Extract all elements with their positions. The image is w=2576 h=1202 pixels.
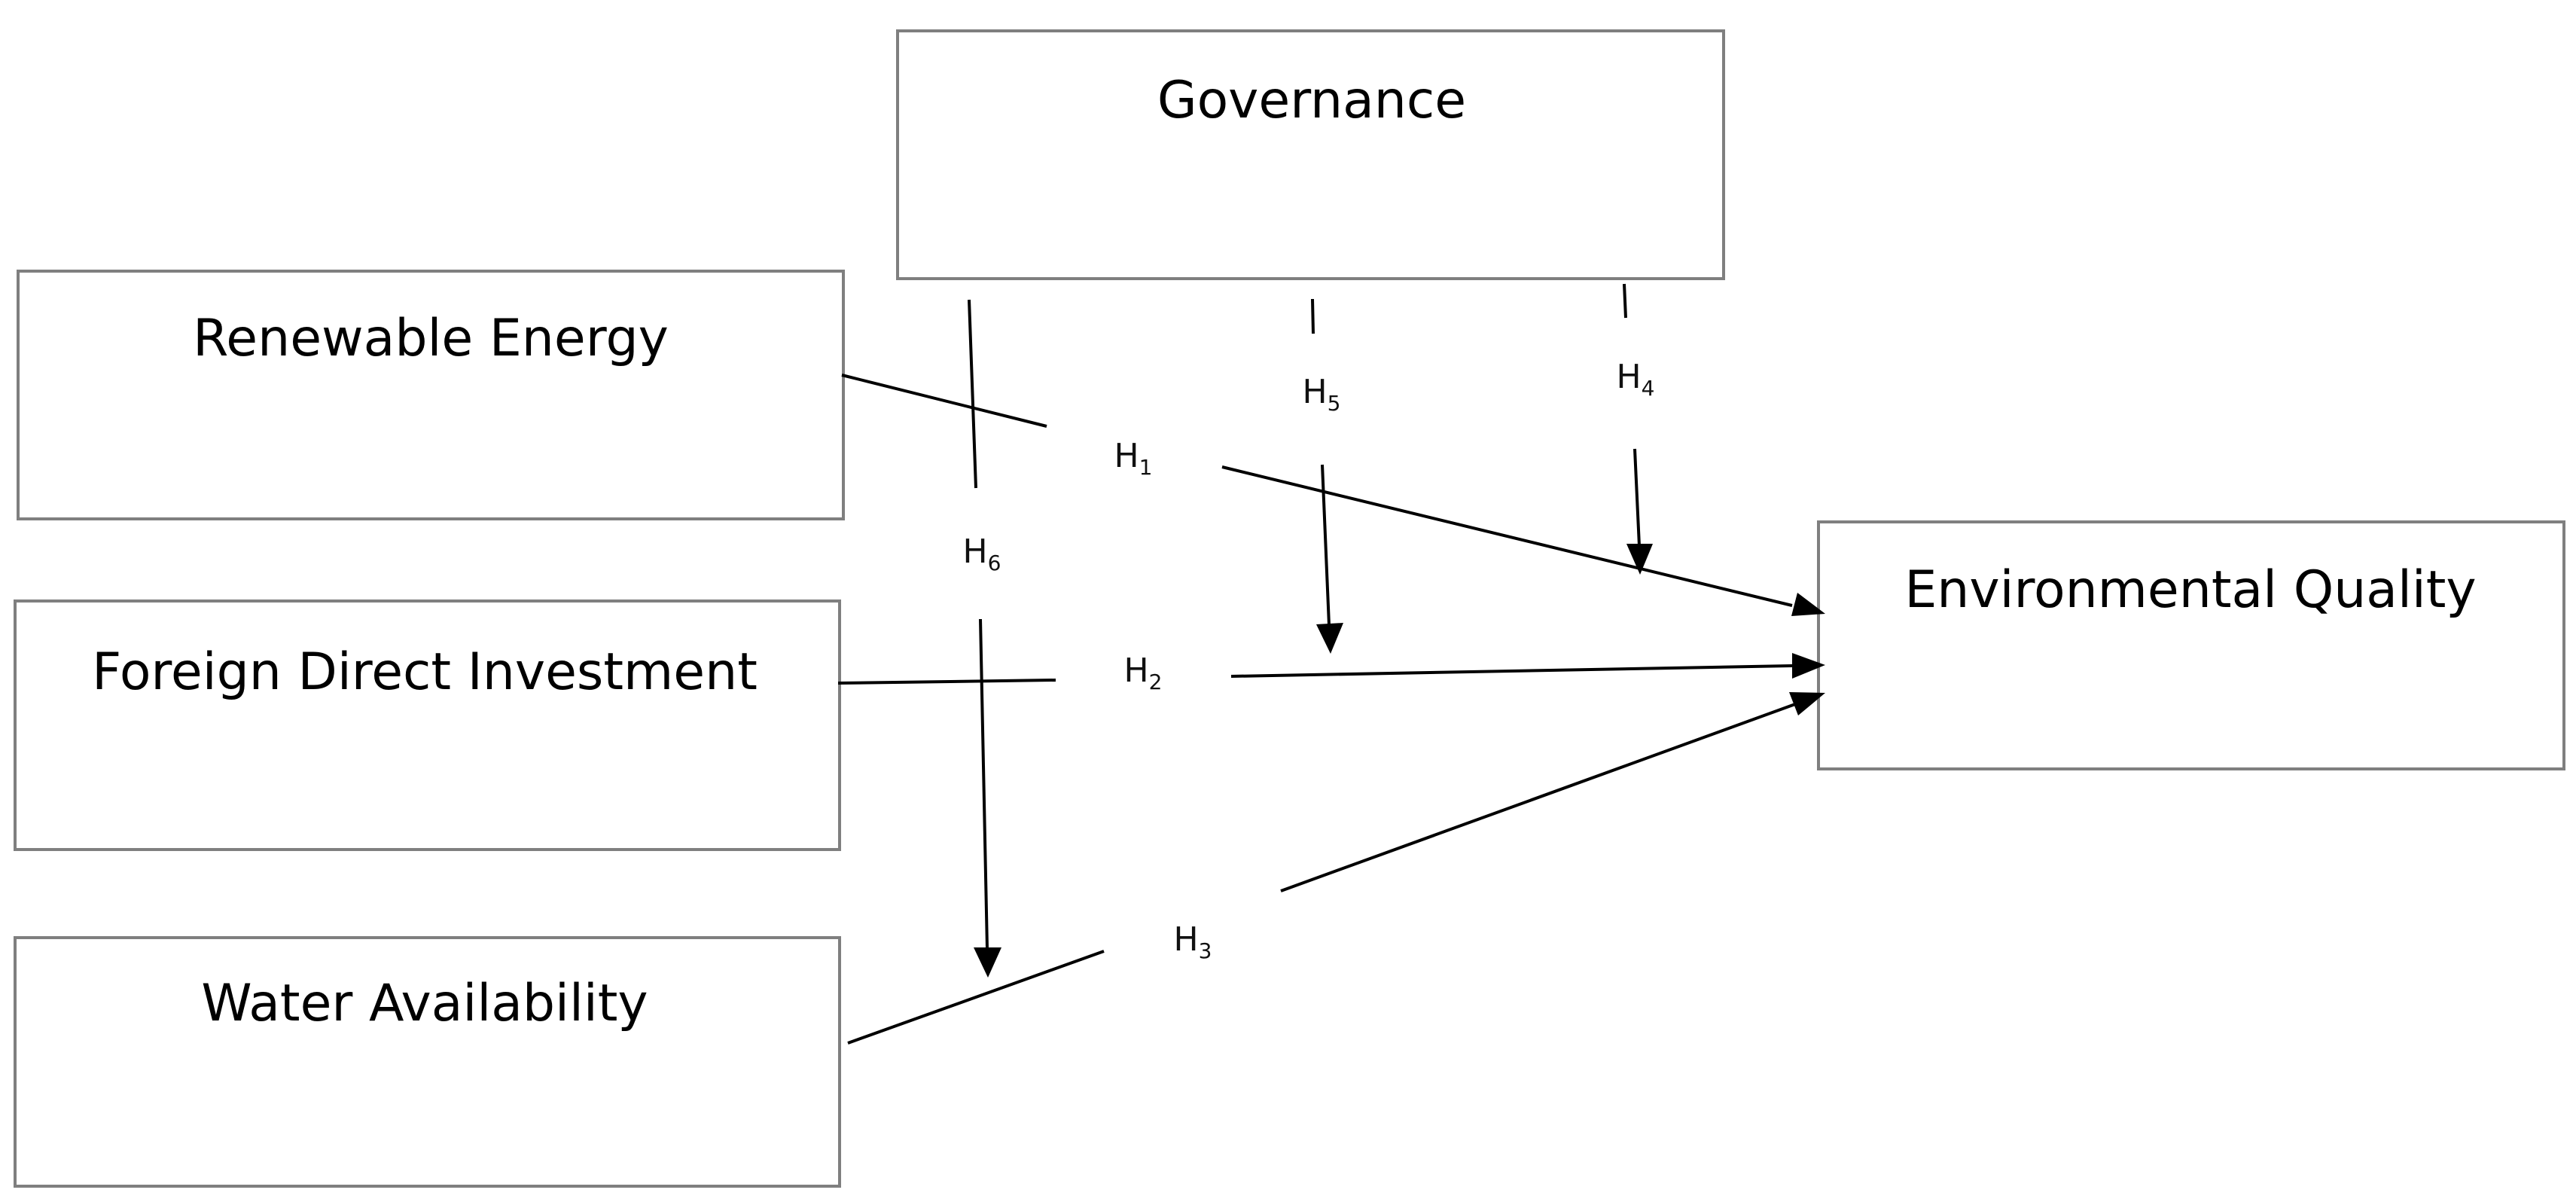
h3-arrowhead <box>1789 692 1825 715</box>
water-availability-node: Water Availability <box>14 936 841 1188</box>
governance-box <box>896 29 1725 280</box>
h2-line-right <box>1230 664 1793 678</box>
h5-line-bottom <box>1321 464 1331 626</box>
h2-label: H2 <box>1124 651 1163 694</box>
water-availability-label: Water Availability <box>201 974 648 1033</box>
h1-path: H1 <box>841 374 1825 616</box>
h5-label: H5 <box>1303 373 1341 416</box>
h6-line-bottom <box>979 618 989 950</box>
h6-arrowhead <box>974 947 1001 978</box>
h3-label: H3 <box>1174 920 1212 963</box>
h2-arrowhead <box>1792 653 1825 679</box>
renewable-energy-node: Renewable Energy <box>17 270 845 520</box>
h4-label: H4 <box>1617 358 1655 401</box>
governance-label: Governance <box>1157 71 1466 130</box>
h4-line-top <box>1623 283 1627 319</box>
environmental-quality-label: Environmental Quality <box>1904 560 2476 620</box>
h1-label: H1 <box>1114 437 1153 480</box>
governance-node: Governance <box>896 29 1725 280</box>
h6-label: H6 <box>963 532 1001 575</box>
environmental-quality-node: Environmental Quality <box>1817 520 2565 770</box>
h6-path: H6 <box>963 299 1001 978</box>
h4-path: H4 <box>1617 283 1655 575</box>
renewable-energy-box <box>17 270 845 520</box>
h3-line-left <box>847 950 1105 1045</box>
environmental-quality-box <box>1817 520 2565 770</box>
water-availability-box <box>14 936 841 1188</box>
h1-line-left <box>841 374 1047 428</box>
h5-line-top <box>1311 298 1315 334</box>
h2-path: H2 <box>837 651 1825 694</box>
foreign-direct-investment-box <box>14 599 841 851</box>
h1-arrowhead <box>1791 593 1825 616</box>
h5-path: H5 <box>1303 298 1343 654</box>
h1-line-right <box>1221 465 1793 607</box>
h3-line-right <box>1280 703 1796 892</box>
h4-line-bottom <box>1633 448 1641 547</box>
h4-arrowhead <box>1626 544 1653 575</box>
h2-line-left <box>837 679 1056 685</box>
foreign-direct-investment-node: Foreign Direct Investment <box>14 599 841 851</box>
h6-line-top <box>968 299 977 489</box>
h5-arrowhead <box>1316 623 1343 654</box>
h3-path: H3 <box>847 692 1825 1045</box>
foreign-direct-investment-label: Foreign Direct Investment <box>92 642 758 702</box>
renewable-energy-label: Renewable Energy <box>193 309 669 368</box>
